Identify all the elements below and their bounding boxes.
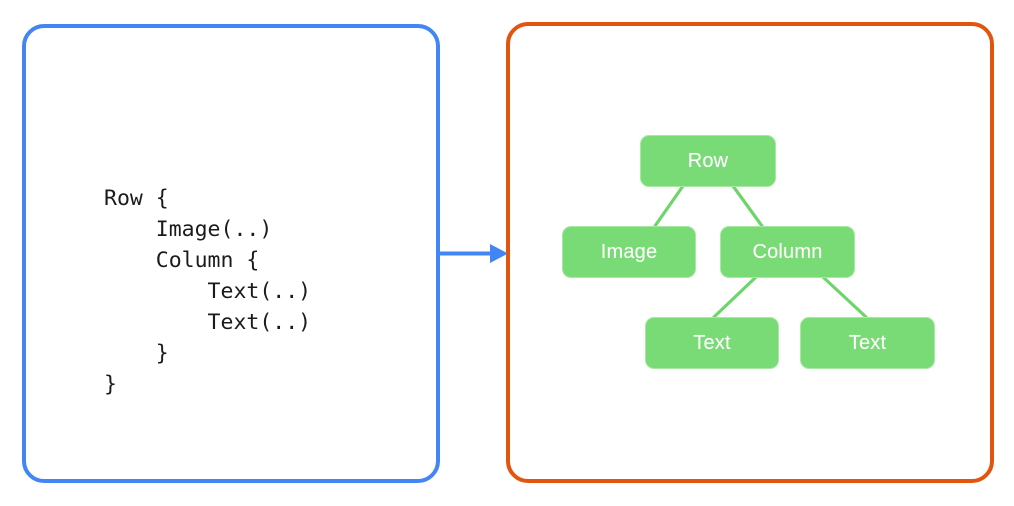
tree-node-image[interactable]: Image — [562, 226, 696, 278]
tree-node-text-1[interactable]: Text — [645, 317, 779, 369]
code-snippet: Row { Image(..) Column { Text(..) Text(.… — [104, 186, 312, 397]
arrow-head-icon — [490, 244, 508, 263]
transform-arrow — [438, 244, 508, 263]
code-panel: Row { Image(..) Column { Text(..) Text(.… — [22, 24, 440, 483]
tree-node-column[interactable]: Column — [720, 226, 855, 278]
tree-node-row[interactable]: Row — [640, 135, 776, 187]
tree-node-text-2[interactable]: Text — [800, 317, 935, 369]
